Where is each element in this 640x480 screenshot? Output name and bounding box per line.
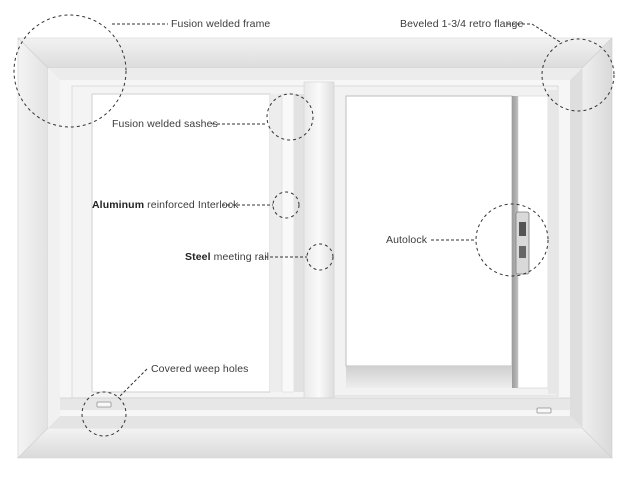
label-autolock: Autolock bbox=[386, 234, 427, 246]
label-text: Covered weep holes bbox=[151, 363, 249, 375]
left-sash bbox=[71, 85, 311, 399]
weep-hole-cover bbox=[96, 401, 112, 408]
leader-flange bbox=[507, 23, 561, 43]
label-text: Fusion welded frame bbox=[171, 18, 271, 30]
callout-circle-weep bbox=[81, 391, 127, 437]
callout-circle-frame bbox=[13, 14, 127, 128]
weep-hole-cover bbox=[536, 407, 552, 414]
callout-circle-autolock bbox=[475, 203, 549, 277]
label-fusion-welded-sashes: Fusion welded sashes bbox=[112, 118, 218, 130]
leader-weep bbox=[117, 368, 148, 399]
outer-flange bbox=[17, 37, 613, 459]
label-steel-meeting-rail: Steel meeting rail bbox=[185, 251, 269, 263]
label-aluminum-interlock: Aluminum reinforced Interlock bbox=[92, 199, 238, 211]
sill bbox=[60, 397, 570, 410]
label-fusion-welded-frame: Fusion welded frame bbox=[171, 18, 270, 30]
label-covered-weep-holes: Covered weep holes bbox=[151, 363, 249, 375]
callout-circle-meeting-rail bbox=[306, 243, 334, 271]
label-bold-text: Steel bbox=[185, 251, 211, 263]
label-text: reinforced Interlock bbox=[144, 199, 239, 211]
callout-circle-interlock bbox=[272, 191, 300, 219]
label-retro-flange: Beveled 1-3/4 retro flange bbox=[400, 18, 523, 30]
label-text: Autolock bbox=[386, 234, 428, 246]
label-text: meeting rail bbox=[210, 251, 270, 263]
label-text: Beveled 1-3/4 retro flange bbox=[400, 18, 524, 30]
callout-circle-flange bbox=[541, 38, 615, 112]
label-text: Fusion welded sashes bbox=[112, 118, 218, 130]
callout-circle-sashes bbox=[266, 93, 314, 141]
label-bold-text: Aluminum bbox=[92, 199, 145, 211]
autolock-latch bbox=[515, 211, 530, 275]
meeting-rail bbox=[303, 81, 335, 401]
